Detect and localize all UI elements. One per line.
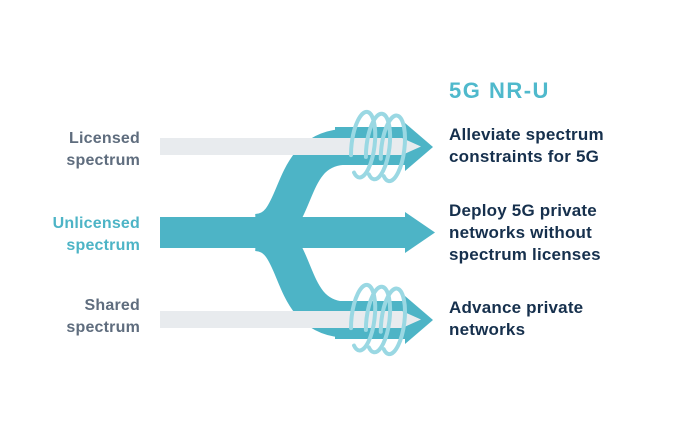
result-line: Advance private bbox=[449, 298, 584, 317]
coil-loop bbox=[363, 284, 393, 355]
coil-loop bbox=[349, 282, 378, 353]
shared-spectrum-bar bbox=[160, 311, 421, 328]
licensed-spectrum-bar bbox=[160, 138, 421, 155]
coil-icon-bottom bbox=[349, 282, 407, 357]
arrow-middle-head bbox=[405, 212, 435, 253]
result-line: networks bbox=[449, 320, 526, 339]
result-line: Deploy 5G private bbox=[449, 201, 597, 220]
label-line: spectrum bbox=[66, 319, 140, 336]
row-result-unlicensed: Deploy 5G private networks without spect… bbox=[449, 200, 601, 266]
label-line: spectrum bbox=[66, 237, 140, 254]
coil-loop bbox=[349, 109, 378, 180]
row-result-licensed: Alleviate spectrum constraints for 5G bbox=[449, 124, 604, 168]
label-line: Shared bbox=[84, 297, 140, 314]
coil-loop bbox=[378, 113, 407, 184]
diagram-title: 5G NR-U bbox=[449, 78, 550, 103]
coil-loop bbox=[363, 111, 393, 182]
label-line: Unlicensed bbox=[52, 215, 140, 232]
row-label-unlicensed: Unlicensed spectrum bbox=[53, 213, 140, 257]
result-line: spectrum licenses bbox=[449, 245, 601, 264]
result-line: constraints for 5G bbox=[449, 147, 600, 166]
label-line: spectrum bbox=[66, 152, 140, 169]
row-label-shared: Shared spectrum bbox=[66, 295, 140, 339]
arrow-middle-band bbox=[160, 217, 405, 248]
row-label-licensed: Licensed spectrum bbox=[66, 128, 140, 172]
row-result-shared: Advance private networks bbox=[449, 297, 583, 341]
result-line: Alleviate spectrum bbox=[449, 125, 604, 144]
coil-icon-top bbox=[349, 109, 407, 184]
coil-loop bbox=[378, 286, 407, 357]
label-line: Licensed bbox=[69, 130, 140, 147]
result-line: networks without bbox=[449, 223, 592, 242]
